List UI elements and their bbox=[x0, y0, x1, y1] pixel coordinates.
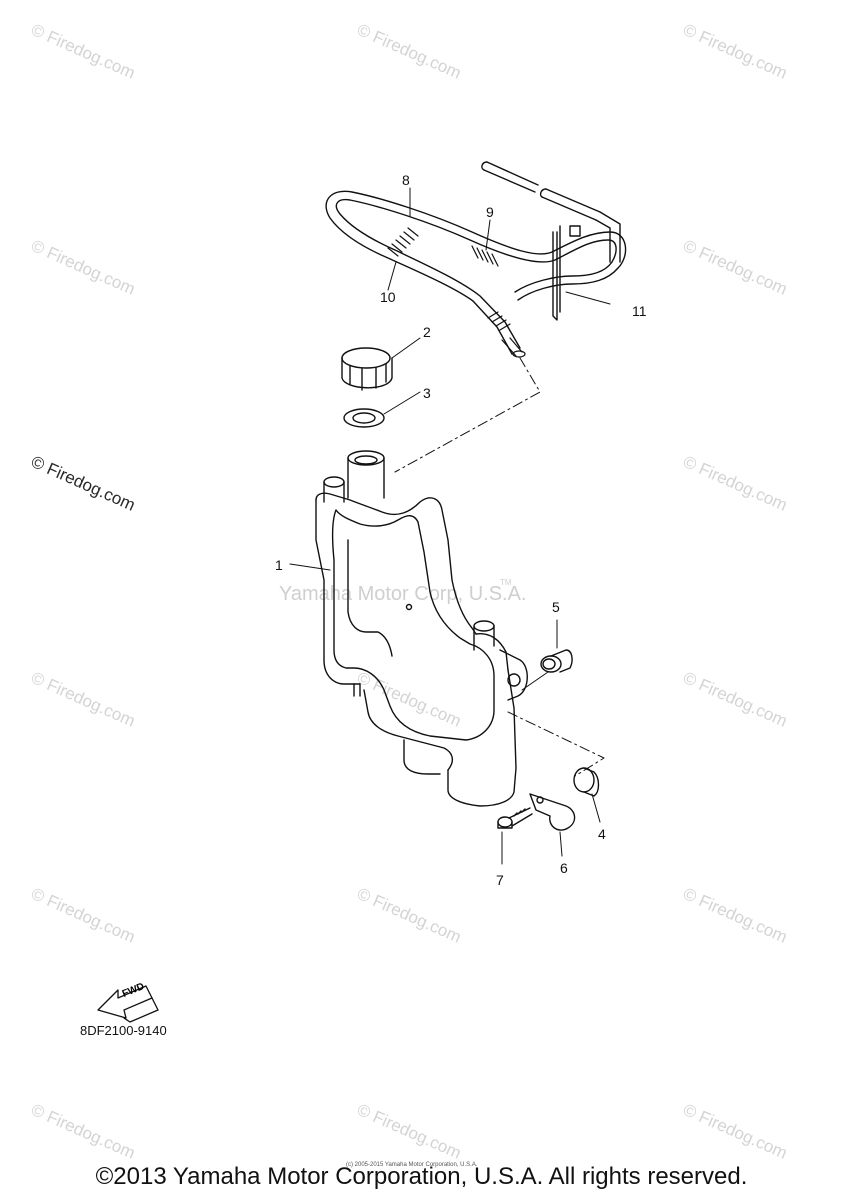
callout-8: 8 bbox=[402, 172, 410, 188]
callout-7: 7 bbox=[496, 872, 504, 888]
hose-spring-9 bbox=[471, 245, 499, 267]
hose-end-spring bbox=[487, 311, 526, 358]
callout-1: 1 bbox=[275, 557, 283, 573]
callout-3: 3 bbox=[423, 385, 431, 401]
callout-9: 9 bbox=[486, 204, 494, 220]
callout-2: 2 bbox=[423, 324, 431, 340]
copyright-notice: ©2013 Yamaha Motor Corporation, U.S.A. A… bbox=[95, 1163, 748, 1190]
breather-hose bbox=[325, 190, 627, 355]
grommet bbox=[540, 619, 573, 673]
callout-leaders bbox=[289, 187, 491, 571]
hose-spring-10 bbox=[387, 227, 419, 257]
bolt bbox=[497, 807, 533, 865]
callout-10: 10 bbox=[380, 289, 396, 305]
center-watermark: Yamaha Motor Corp, U.S.A. bbox=[279, 583, 527, 605]
hose-clip bbox=[552, 225, 611, 321]
filler-cap bbox=[341, 337, 421, 391]
fine-print: (c) 2005-2015 Yamaha Motor Corporation, … bbox=[346, 1162, 478, 1168]
cap-gasket bbox=[343, 391, 421, 428]
callout-4: 4 bbox=[598, 826, 606, 842]
callout-11: 11 bbox=[632, 303, 647, 319]
callout-5: 5 bbox=[552, 599, 560, 615]
coolant-reservoir-tank bbox=[315, 450, 605, 807]
callout-6: 6 bbox=[560, 860, 568, 876]
hose-clamp bbox=[529, 793, 576, 857]
fwd-arrow bbox=[97, 985, 159, 1023]
collar bbox=[573, 767, 601, 823]
diagram-part-number: 8DF2100-9140 bbox=[80, 1023, 167, 1038]
upper-pipe bbox=[481, 161, 621, 263]
hose-leader-line bbox=[394, 357, 541, 473]
trademark-mark: TM bbox=[500, 578, 512, 587]
